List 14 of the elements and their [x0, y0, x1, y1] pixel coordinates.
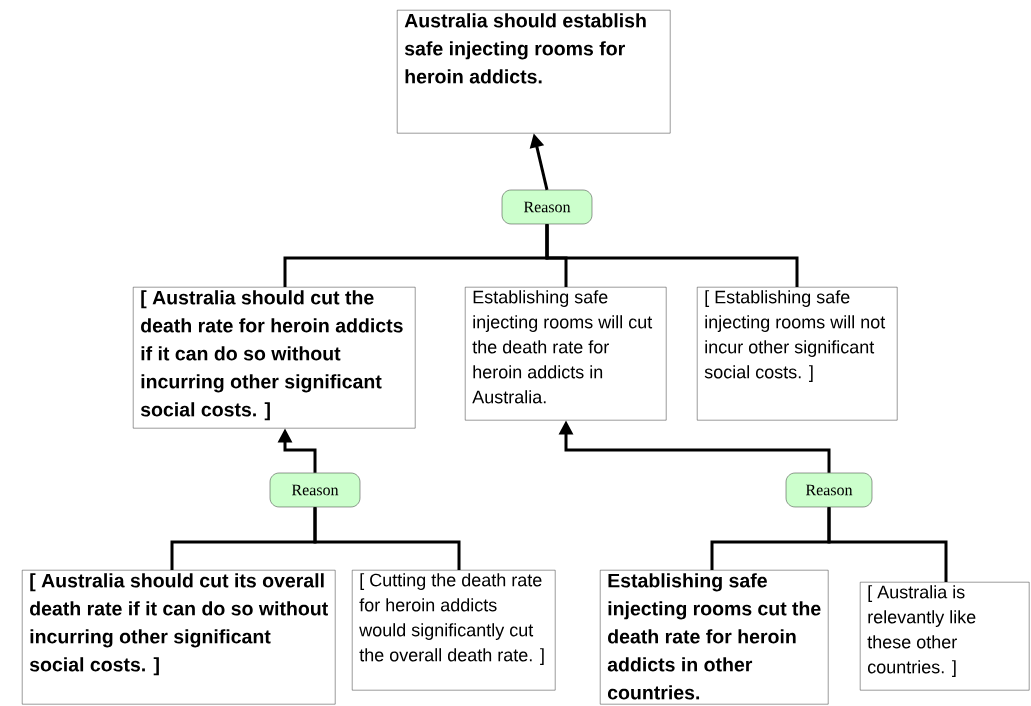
claim-box: Australia should establish safe injecting rooms for heroin addicts. [397, 10, 671, 134]
reason-box: Reason [269, 472, 361, 508]
connector [827, 507, 948, 582]
claim-box: [ Australia is relevantly like these other countries. ] [860, 582, 1030, 691]
claim-box: [ Australia should cut its overall death rate if it can do so without incurring other significant social costs. ] [22, 570, 336, 705]
claim-box: [ Establishing safe injecting rooms will not incur other significant social costs. ] [697, 287, 898, 421]
reason-box: Reason [501, 189, 593, 225]
claim-box: [ Cutting the death rate for heroin addicts would significantly cut the overall death rate. ] [352, 570, 556, 691]
connector [313, 507, 461, 570]
reason-box: Reason [785, 472, 873, 508]
claim-box: [ Australia should cut the death rate for heroin addicts if it can do so without incurring other significant social costs. ] [133, 287, 416, 429]
claim-box: Establishing safe injecting rooms will cut the death rate for heroin addicts in Australia. [465, 287, 667, 421]
claim-box: Establishing safe injecting rooms cut the death rate for heroin addicts in other countries. [600, 570, 829, 705]
connector [545, 224, 799, 287]
